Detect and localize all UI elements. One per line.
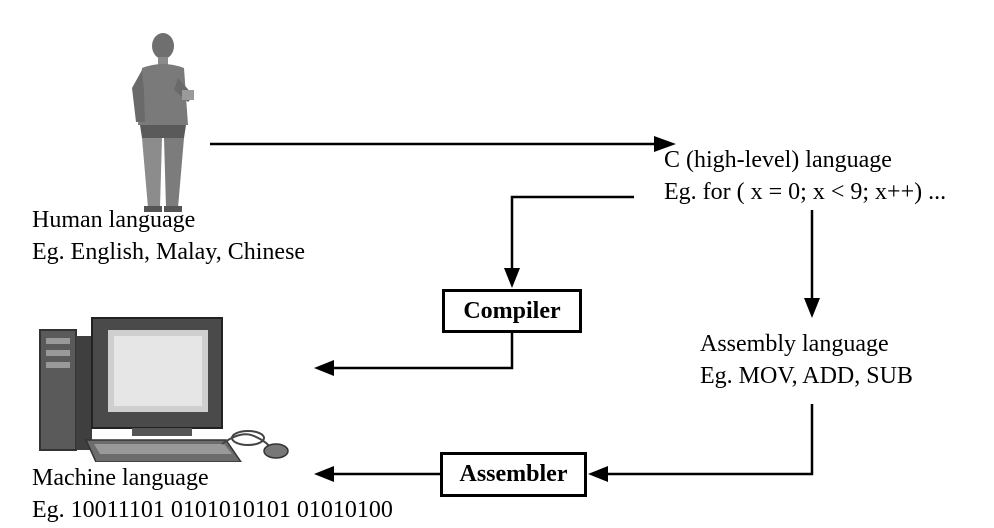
compiler-box: Compiler [442, 289, 582, 333]
arrowhead-human-to-c [654, 136, 676, 152]
machine-language-title: Machine language [32, 465, 209, 491]
human-language-example: Eg. English, Malay, Chinese [32, 239, 306, 265]
computer-icon [39, 317, 289, 462]
arrowhead-c-to-assembly [804, 298, 820, 318]
arrowhead-compiler-to-machine [314, 360, 334, 376]
c-language-title: C (high-level) language [664, 147, 892, 173]
assembler-label: Assembler [459, 461, 568, 487]
assembler-box: Assembler [440, 452, 587, 497]
arrowhead-assembler-to-machine [314, 466, 334, 482]
human-language-title: Human language [32, 207, 196, 233]
arrowhead-c-to-compiler [504, 268, 520, 288]
arrow-assembly-to-assembler [608, 404, 814, 476]
c-language-example: Eg. for ( x = 0; x < 9; x++) ... [664, 179, 947, 205]
assembly-language-title: Assembly language [700, 331, 889, 357]
person-icon [132, 33, 194, 212]
arrowhead-assembly-to-assembler [588, 466, 608, 482]
assembly-language-example: Eg. MOV, ADD, SUB [700, 363, 913, 389]
compiler-label: Compiler [463, 297, 561, 324]
arrow-c-to-compiler [510, 195, 634, 268]
machine-language-example: Eg. 10011101 0101010101 01010100 [32, 497, 393, 523]
arrow-compiler-to-machine [334, 332, 514, 370]
